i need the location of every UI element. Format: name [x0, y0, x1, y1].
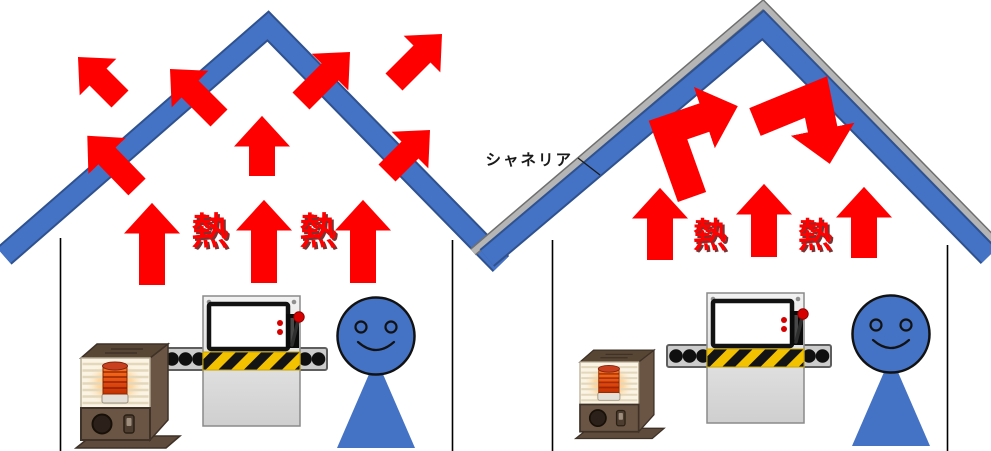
shaneria-leader-line [577, 157, 601, 176]
heat-arrow-escaped-icon [77, 56, 129, 108]
conveyor-machine-icon [667, 293, 831, 423]
right-house-roof-edge [479, 9, 991, 267]
kerosene-heater-icon [574, 349, 666, 440]
right-house-roof [480, 12, 991, 266]
shaneria-coating-layer [471, 0, 991, 255]
heat-arrow-through-roof-icon [169, 68, 228, 127]
heat-arrow-through-roof-icon [378, 129, 431, 182]
heat-arrow-through-roof-icon [87, 135, 146, 196]
heat-label-shadow: 熱 [302, 213, 339, 254]
heat-arrow-escaped-icon [385, 33, 443, 91]
right-house-heat-arrows [631, 76, 893, 260]
heat-arrow-reflected-icon [749, 76, 855, 164]
heat-label: 熱 [300, 211, 337, 252]
heat-label: 熱 [693, 217, 727, 255]
left-house-heat-arrows [77, 33, 443, 285]
conveyor-machine-icon [163, 296, 327, 426]
right-house: 熱 熱 熱 熱 シャネリア [470, 0, 991, 451]
heat-label: 熱 [798, 217, 832, 255]
heat-label-shadow: 熱 [800, 219, 834, 257]
shaneria-label: シャネリア [485, 151, 573, 169]
person-icon [335, 296, 417, 450]
heat-arrow-reflected-icon [648, 86, 738, 203]
left-house-roof [0, 12, 508, 271]
person-icon [850, 294, 932, 448]
heat-label-shadow: 熱 [695, 219, 729, 257]
heat-label: 熱 [192, 211, 229, 252]
heat-label-shadow: 熱 [194, 213, 231, 254]
heat-arrow-through-roof-icon [292, 51, 351, 110]
left-house: 熱 熱 熱 熱 [0, 10, 510, 451]
kerosene-heater-icon [74, 342, 182, 450]
